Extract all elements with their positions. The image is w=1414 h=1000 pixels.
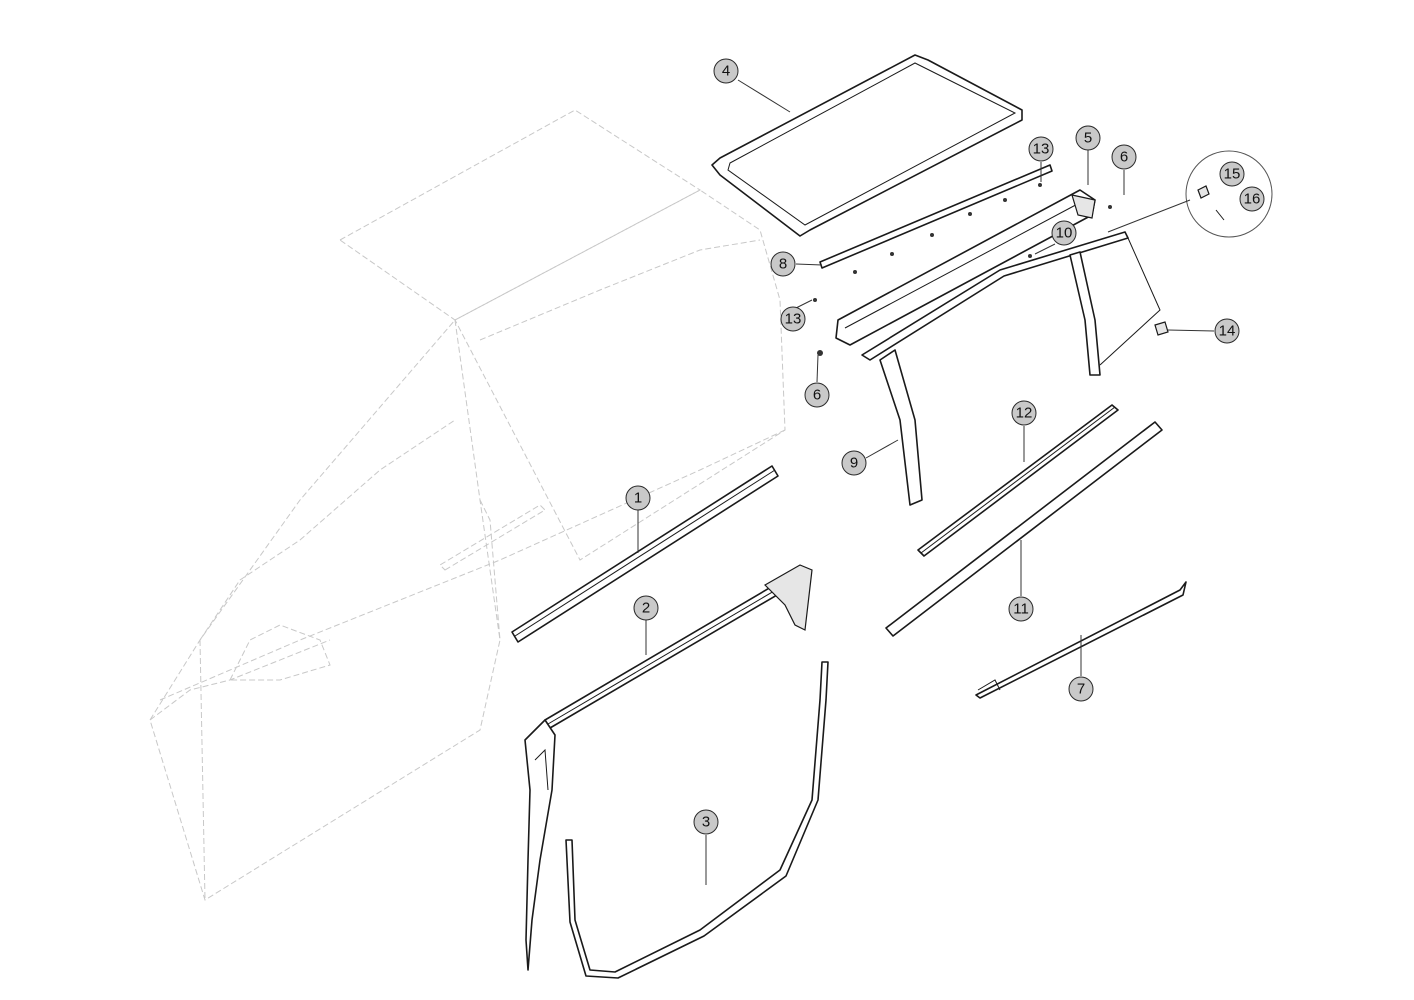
callout-13-top: 13 xyxy=(1028,136,1054,162)
callout-4-label: 4 xyxy=(722,63,730,80)
callout-9-label: 9 xyxy=(850,455,858,472)
callout-15: 15 xyxy=(1219,161,1245,187)
callout-7: 7 xyxy=(1068,676,1094,702)
callout-7-label: 7 xyxy=(1077,681,1085,698)
callout-1-label: 1 xyxy=(634,490,642,507)
callout-12: 12 xyxy=(1011,400,1037,426)
callout-10: 10 xyxy=(1051,220,1077,246)
callout-15-label: 15 xyxy=(1224,166,1241,183)
part-12-inner-belt-seal xyxy=(917,404,1119,557)
callout-8-label: 8 xyxy=(779,256,787,273)
detail-inset-15-16 xyxy=(1107,150,1273,238)
callout-6-top: 6 xyxy=(1111,144,1137,170)
callout-6-bottom-label: 6 xyxy=(813,387,821,404)
callout-5: 5 xyxy=(1075,125,1101,151)
part-7-sill-trim xyxy=(975,581,1187,699)
callout-5-label: 5 xyxy=(1084,130,1092,147)
callout-9: 9 xyxy=(841,450,867,476)
part-11-outer-belt-moulding xyxy=(885,421,1163,637)
callout-6-bottom: 6 xyxy=(804,382,830,408)
part-5-roof-rail xyxy=(835,189,1096,346)
leader-lines xyxy=(637,79,1215,885)
part-3-door-opening-seal xyxy=(565,661,829,979)
callout-14-label: 14 xyxy=(1219,323,1236,340)
callout-10-label: 10 xyxy=(1056,225,1073,242)
callout-8: 8 xyxy=(770,251,796,277)
callout-13-left: 13 xyxy=(780,306,806,332)
callout-13-left-label: 13 xyxy=(785,311,802,328)
callout-13-top-label: 13 xyxy=(1033,141,1050,158)
callout-3: 3 xyxy=(693,809,719,835)
callout-2: 2 xyxy=(633,595,659,621)
callout-4: 4 xyxy=(713,58,739,84)
callout-16: 16 xyxy=(1239,186,1265,212)
callout-3-label: 3 xyxy=(702,814,710,831)
part-8-drip-strip xyxy=(819,164,1053,269)
car-body-ghost-outline xyxy=(149,109,786,901)
fasteners xyxy=(813,183,1169,356)
callout-11: 11 xyxy=(1008,596,1034,622)
callout-16-label: 16 xyxy=(1244,191,1261,208)
part-4-roof-seal xyxy=(711,54,1023,237)
part-2-door-frame-seal xyxy=(524,564,813,971)
callout-14: 14 xyxy=(1214,318,1240,344)
callout-12-label: 12 xyxy=(1016,405,1033,422)
part-9-10-window-frame xyxy=(861,231,1161,506)
callout-1: 1 xyxy=(625,485,651,511)
callout-11-label: 11 xyxy=(1013,601,1029,618)
part-1-belt-moulding xyxy=(511,465,779,643)
callout-2-label: 2 xyxy=(642,600,650,617)
callout-6-top-label: 6 xyxy=(1120,149,1128,166)
